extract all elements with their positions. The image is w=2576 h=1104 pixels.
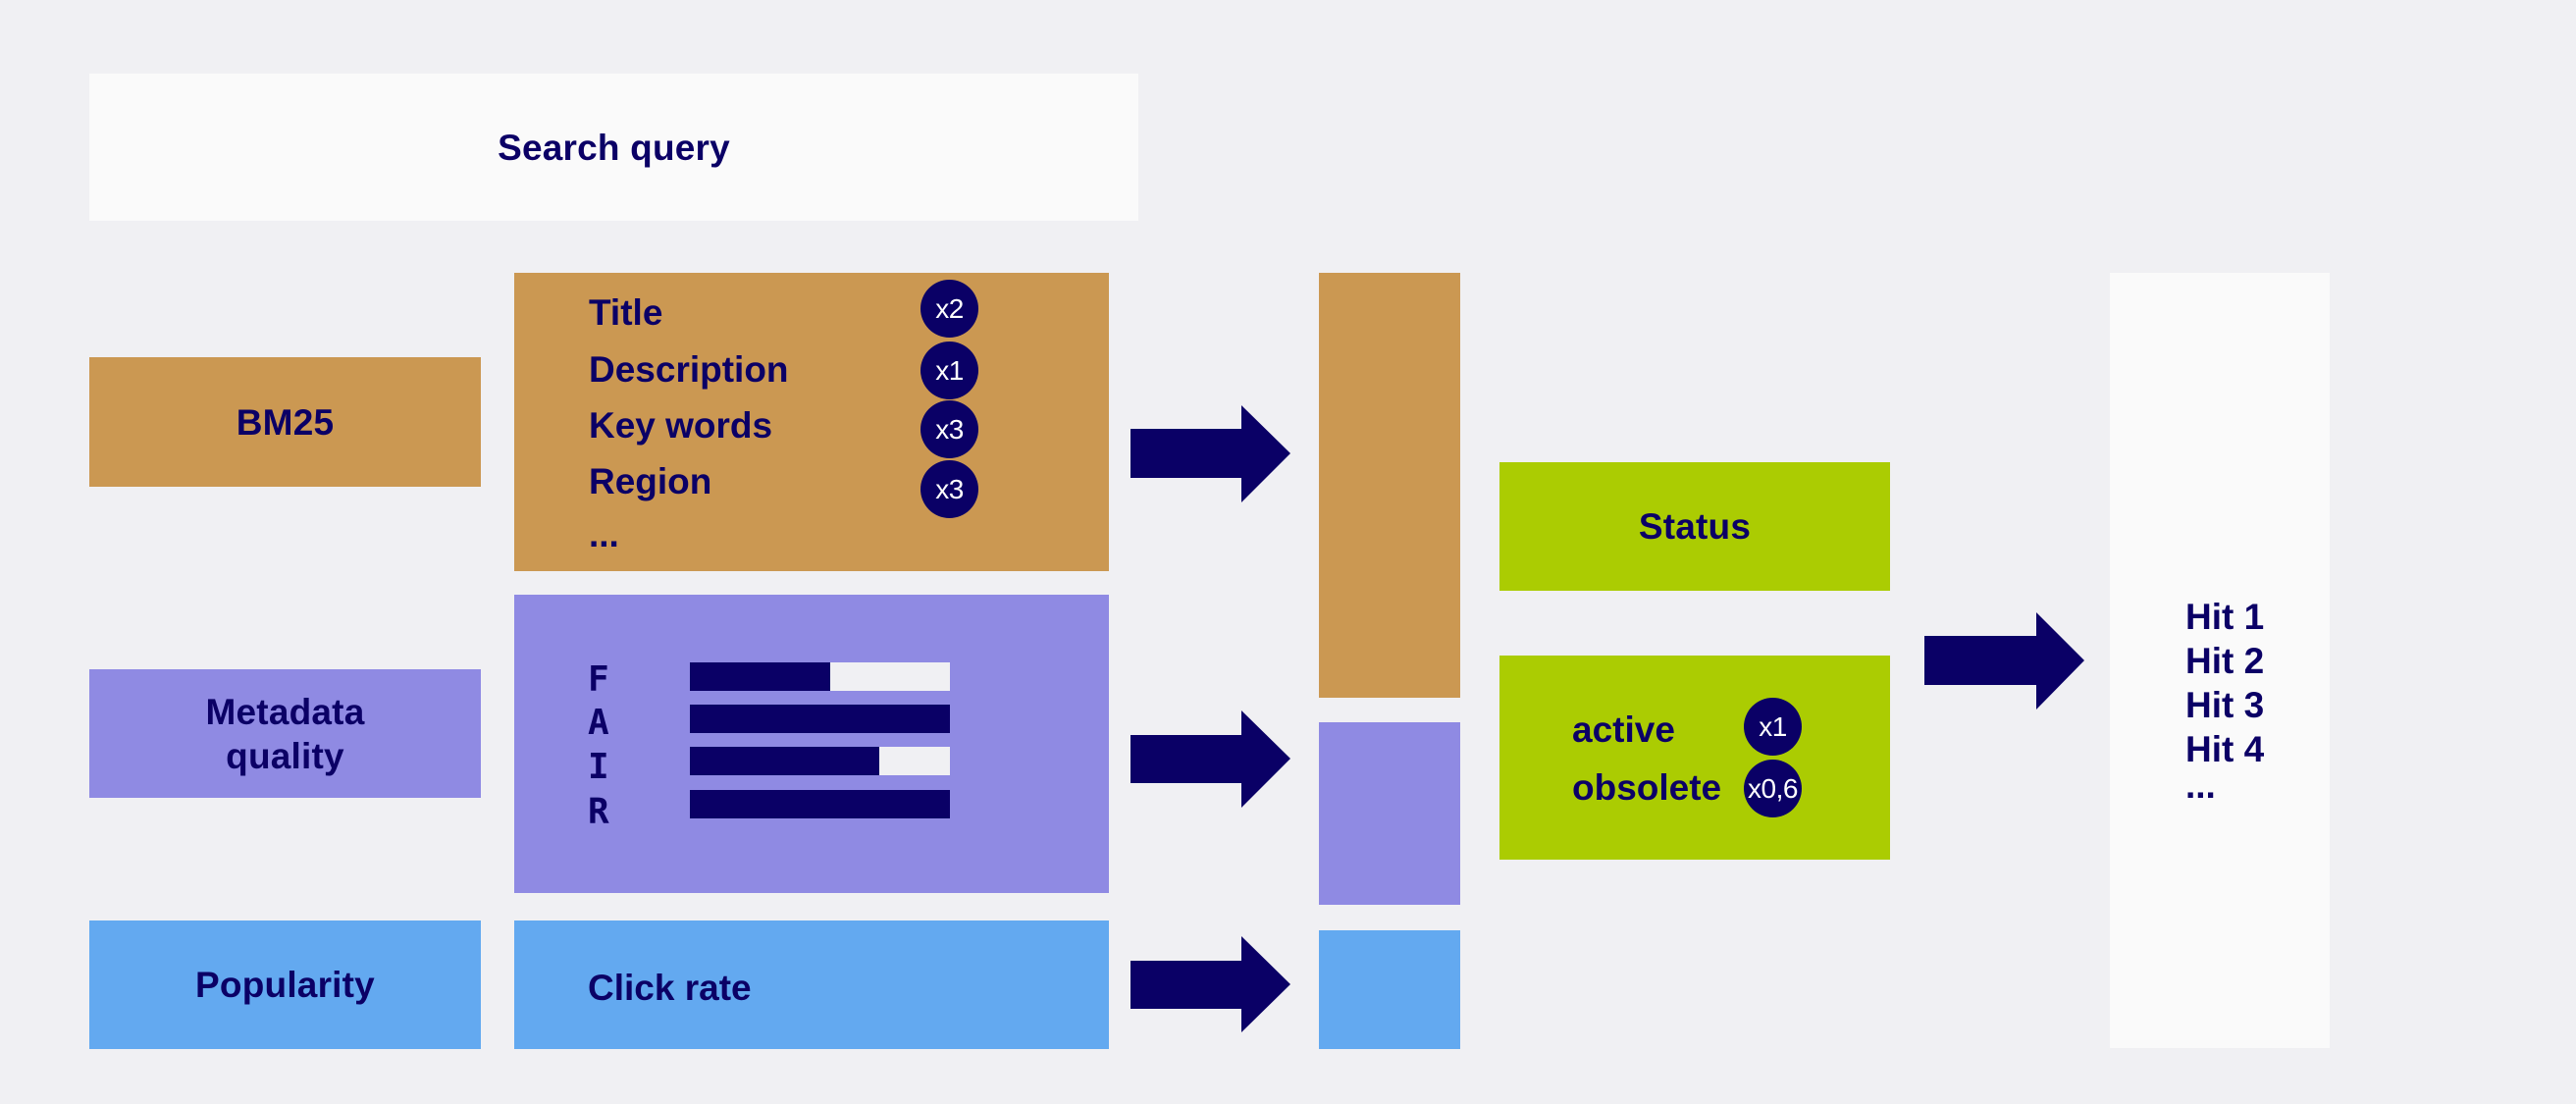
hit-item[interactable]: Hit 1 [2185, 597, 2265, 637]
field-name: Region [589, 461, 712, 501]
hit-item[interactable]: Hit 4 [2185, 729, 2265, 769]
weight-badge: x3 [920, 460, 978, 518]
status-label: Status [1638, 506, 1752, 547]
weight-badge: x3 [920, 400, 978, 458]
hits-list: Hit 1 Hit 2 Hit 3 Hit 4 ... [2185, 595, 2264, 815]
fair-letter: A [588, 703, 609, 743]
weight-badge: x0,6 [1744, 760, 1802, 817]
metadata-label-line2: quality [226, 735, 344, 776]
arrow-right-icon [1924, 612, 2084, 710]
fair-bar-fill [690, 790, 950, 818]
hits-more: ... [2185, 765, 2216, 806]
click-rate-box: Click rate [514, 920, 1109, 1049]
popularity-box: Popularity [89, 920, 481, 1049]
fair-bar-r [690, 790, 950, 818]
fair-letter: F [588, 659, 609, 700]
arrow-right-icon [1130, 710, 1290, 808]
score-stack-popularity [1319, 930, 1460, 1049]
fair-bar-a [690, 705, 950, 733]
hit-item[interactable]: Hit 3 [2185, 685, 2265, 725]
score-stack-metadata [1319, 722, 1460, 905]
fair-bar-f [690, 662, 950, 691]
status-name: active [1572, 710, 1675, 750]
weight-badge: x1 [1744, 698, 1802, 756]
search-query-box: Search query [89, 74, 1138, 221]
click-rate-label: Click rate [588, 968, 752, 1008]
field-name: Title [589, 292, 663, 333]
fair-letter: I [588, 747, 609, 787]
fair-letter: R [588, 792, 609, 832]
field-name: Description [589, 349, 789, 390]
bm25-box: BM25 [89, 357, 481, 487]
fair-bar-i [690, 747, 950, 775]
status-name: obsolete [1572, 767, 1722, 808]
fair-bar-fill [690, 662, 831, 691]
hit-item[interactable]: Hit 2 [2185, 641, 2265, 681]
results-box [2110, 273, 2330, 1048]
bm25-fields-box: Title Description Key words Region ... x… [514, 273, 1109, 571]
metadata-label-line1: Metadata [205, 691, 365, 732]
search-query-label: Search query [498, 127, 730, 168]
score-stack-bm25 [1319, 273, 1460, 698]
arrow-right-icon [1130, 936, 1290, 1032]
fair-bar-fill [690, 705, 950, 733]
fields-more: ... [589, 514, 619, 554]
status-weights-box: active obsolete x1 x0,6 [1499, 656, 1890, 860]
status-box: Status [1499, 462, 1890, 591]
field-name: Key words [589, 405, 773, 446]
fair-bar-fill [690, 747, 880, 775]
weight-badge: x1 [920, 342, 978, 399]
metadata-quality-box: Metadata quality [89, 669, 481, 798]
fair-box: F A I R [514, 595, 1109, 893]
bm25-label: BM25 [236, 401, 335, 443]
arrow-right-icon [1130, 405, 1290, 502]
weight-badge: x2 [920, 280, 978, 338]
popularity-label: Popularity [195, 965, 375, 1005]
